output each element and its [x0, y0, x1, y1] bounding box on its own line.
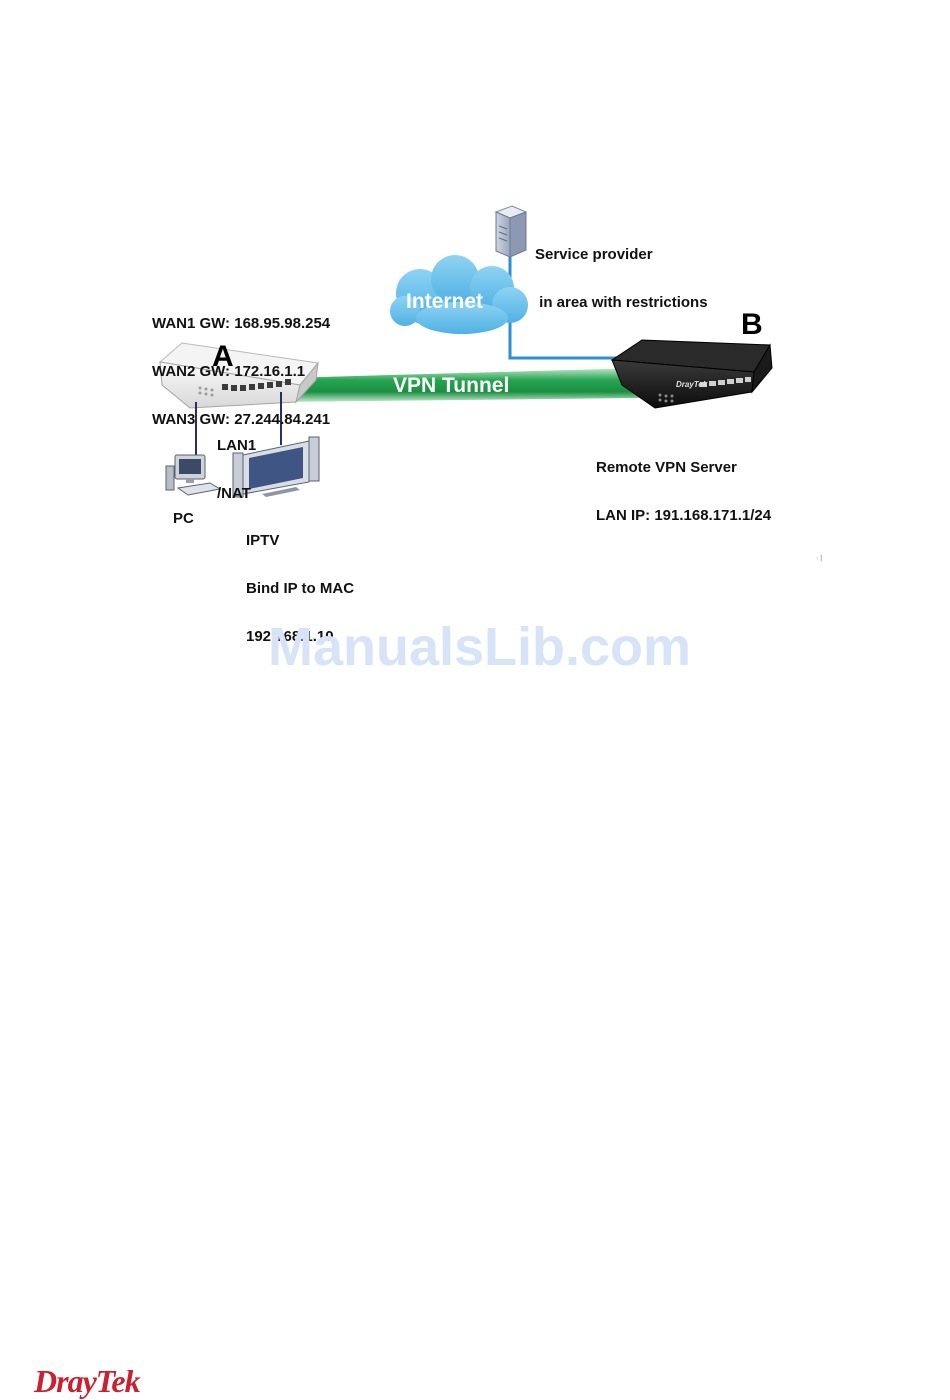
iptv-label-line2: Bind IP to MAC — [246, 580, 355, 597]
remote-vpn-server-label: Remote VPN Server LAN IP: 191.168.171.1/… — [596, 428, 771, 540]
internet-cloud-icon — [390, 255, 528, 334]
watermark: ManualsLib.com — [268, 617, 692, 677]
remote-server-line2: LAN IP: 191.168.171.1/24 — [596, 507, 772, 524]
vpn-tunnel-label: VPN Tunnel — [393, 374, 510, 397]
service-provider-label: Service provider in area with restrictio… — [535, 215, 708, 327]
pc-icon — [165, 454, 222, 496]
wan-gateway-list: WAN1 GW: 168.95.98.254 WAN2 GW: 172.16.1… — [152, 284, 330, 444]
iptv-label: IPTV Bind IP to MAC 192.168.1.10 — [246, 501, 354, 661]
iptv-label-line3: 192.168.1.10 — [246, 628, 334, 645]
remote-server-line1: Remote VPN Server — [596, 459, 737, 476]
router-b-brand: DrayTek — [676, 380, 708, 389]
router-b-label: B — [741, 308, 763, 341]
vpn-tunnel — [285, 368, 640, 402]
service-provider-line1: Service provider — [535, 246, 653, 263]
svg-text:· |: · | — [816, 555, 822, 562]
router-b-icon — [610, 339, 773, 409]
wan1-gateway: WAN1 GW: 168.95.98.254 — [152, 315, 331, 332]
router-a-icon — [158, 342, 319, 409]
iptv-icon — [232, 436, 320, 498]
service-provider-line2: in area with restrictions — [535, 294, 708, 311]
pc-label: PC — [173, 510, 194, 527]
lan-label-line2: /NAT — [217, 485, 251, 502]
server-icon — [494, 205, 528, 258]
lan-label-line1: LAN1 — [217, 437, 257, 454]
iptv-label-line1: IPTV — [246, 532, 280, 549]
internet-label: Internet — [406, 290, 484, 313]
router-a-label: A — [212, 340, 234, 373]
wan2-gateway: WAN2 GW: 172.16.1.1 — [152, 363, 306, 380]
wan3-gateway: WAN3 GW: 27.244.84.241 — [152, 411, 331, 428]
lan-nat-label: LAN1 /NAT — [217, 406, 256, 518]
draytek-logo: DrayTek — [34, 1363, 141, 1399]
